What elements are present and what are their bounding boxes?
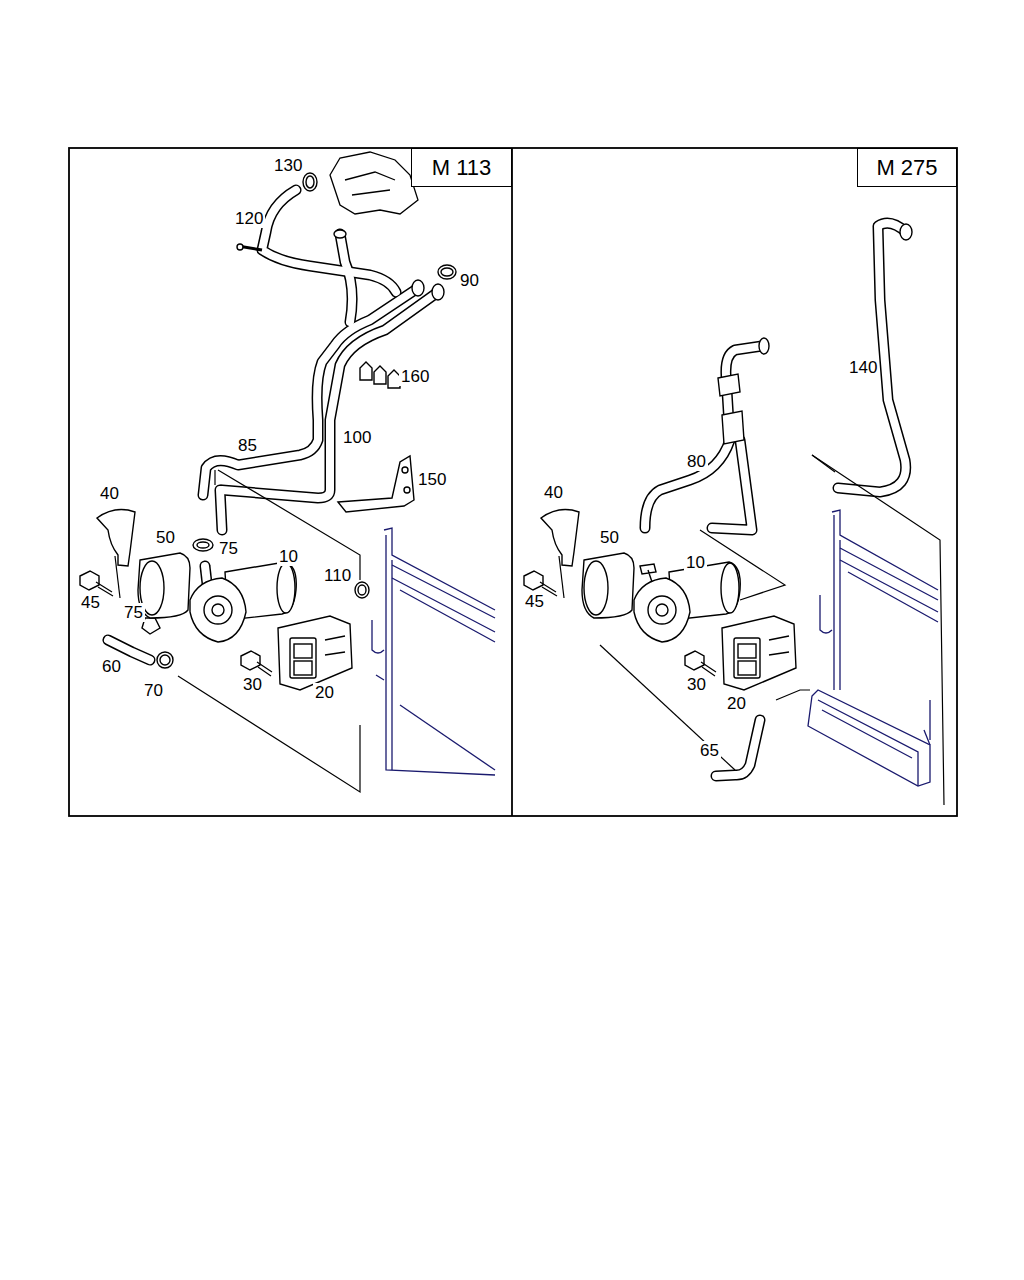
model-code: M 275 [876, 155, 937, 181]
model-header-box: M 275 [857, 148, 957, 187]
callout-number: 40 [542, 483, 565, 502]
callout-number: 150 [416, 470, 448, 489]
callout-number: 75 [217, 539, 240, 558]
callout-number: 100 [341, 428, 373, 447]
callout-number: 30 [241, 675, 264, 694]
callout-number: 30 [685, 675, 708, 694]
callout-number: 75 [122, 603, 145, 622]
callout-number: 160 [399, 367, 431, 386]
callout-number: 85 [236, 436, 259, 455]
callout-number: 20 [725, 694, 748, 713]
model-header-box: M 113 [411, 148, 512, 187]
callout-number: 10 [277, 547, 300, 566]
callout-number: 65 [698, 741, 721, 760]
callout-number: 50 [154, 528, 177, 547]
callout-number: 60 [100, 657, 123, 676]
callout-number: 120 [233, 209, 265, 228]
callout-number: 140 [847, 358, 879, 377]
callout-number: 10 [684, 553, 707, 572]
callout-number: 45 [79, 593, 102, 612]
callout-number: 110 [322, 566, 353, 585]
callout-number: 50 [598, 528, 621, 547]
callout-number: 70 [142, 681, 165, 700]
callout-number: 45 [523, 592, 546, 611]
callout-number: 40 [98, 484, 121, 503]
callout-number: 80 [685, 452, 708, 471]
callout-number: 130 [272, 156, 304, 175]
model-code: M 113 [432, 155, 492, 181]
callout-number: 20 [313, 683, 336, 702]
callout-number: 90 [458, 271, 481, 290]
